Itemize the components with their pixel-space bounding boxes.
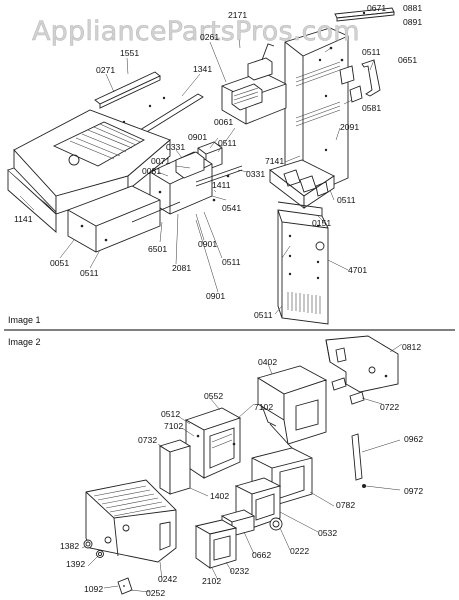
part-drawing-front-panel — [85, 479, 177, 563]
part-drawing-clip — [117, 577, 133, 595]
part-label: 7141 — [265, 156, 284, 166]
part-label: 0511 — [218, 138, 237, 148]
part-drawing-motor-cover — [67, 185, 181, 253]
part-label: 2081 — [172, 263, 191, 273]
part-label: 1382 — [60, 541, 79, 551]
part-label: 0891 — [403, 17, 422, 27]
image1-labels: 0671 0881 2171 0891 0261 1551 0511 0651 … — [14, 3, 422, 320]
part-label: 7102 — [164, 421, 183, 431]
part-label: 0061 — [214, 117, 233, 127]
part-label: 0331 — [166, 142, 185, 152]
part-label: 0242 — [158, 574, 177, 584]
part-label: 0402 — [258, 357, 277, 367]
part-label: 0651 — [398, 55, 417, 65]
part-label: 0972 — [404, 486, 423, 496]
part-label: 0782 — [336, 500, 355, 510]
part-drawing-knob — [269, 517, 283, 531]
part-label: 0331 — [246, 169, 265, 179]
part-label: 6501 — [148, 244, 167, 254]
part-label: 0581 — [362, 103, 381, 113]
part-label: 1411 — [212, 180, 231, 190]
part-label: 0532 — [318, 528, 337, 538]
part-label: 0081 — [142, 166, 161, 176]
part-label: 0511 — [80, 268, 99, 278]
part-drawing-ice-maker — [221, 43, 287, 125]
part-label: 2171 — [228, 10, 247, 20]
part-label: 1402 — [210, 491, 229, 501]
part-label: 1551 — [120, 48, 139, 58]
part-drawing-paddle — [194, 519, 238, 569]
part-label: 0662 — [252, 550, 271, 560]
part-label: 0901 — [198, 239, 217, 249]
watermark-text: AppliancePartsPros.com — [32, 16, 360, 47]
part-drawing-lever — [351, 433, 366, 488]
part-drawing-switch — [158, 439, 192, 495]
part-label: 0511 — [222, 257, 241, 267]
image1-drawing — [7, 7, 395, 325]
part-label: 2091 — [340, 122, 359, 132]
part-drawing-pins — [331, 377, 365, 405]
part-drawing-dispenser-housing — [256, 365, 328, 449]
part-drawing-rails — [94, 71, 204, 134]
part-drawing-chute — [184, 407, 242, 479]
part-label: 0151 — [312, 218, 331, 228]
part-label: 0901 — [188, 132, 207, 142]
part-label: 0232 — [230, 566, 249, 576]
part-drawing-ice-bucket — [7, 109, 171, 233]
part-drawing-top-bracket — [334, 7, 395, 22]
part-drawing-duct — [269, 159, 335, 209]
part-label: 0901 — [206, 291, 225, 301]
part-label: 1141 — [14, 214, 33, 224]
part-drawing-mount-plate — [325, 335, 399, 393]
part-label: 0511 — [254, 310, 273, 320]
part-label: 0722 — [380, 402, 399, 412]
part-label: 0511 — [362, 47, 381, 57]
part-drawing-clips — [329, 46, 381, 103]
image2-labels: 0812 0402 0552 0512 7102 7102 0722 0732 … — [60, 342, 423, 598]
part-label: 0881 — [403, 3, 422, 13]
part-label: 1392 — [66, 559, 85, 569]
part-label: 0051 — [50, 258, 69, 268]
part-label: 7102 — [254, 402, 273, 412]
part-label: 2102 — [202, 576, 221, 586]
part-label: 0071 — [151, 156, 170, 166]
part-drawing-evap-cover — [277, 201, 329, 325]
section-label-image2: Image 2 — [8, 337, 41, 347]
image2-drawing — [81, 335, 403, 595]
part-label: 1341 — [193, 64, 212, 74]
part-label: 0732 — [138, 435, 157, 445]
part-label: 0222 — [290, 546, 309, 556]
part-label: 0962 — [404, 434, 423, 444]
part-label: 0512 — [161, 409, 180, 419]
part-label: 1092 — [84, 584, 103, 594]
part-label: 0812 — [402, 342, 421, 352]
part-label: 0261 — [200, 32, 219, 42]
part-label: 0671 — [367, 3, 386, 13]
part-label: 0271 — [96, 65, 115, 75]
part-label: 0541 — [222, 203, 241, 213]
part-label: 4701 — [348, 265, 367, 275]
section-label-image1: Image 1 — [8, 315, 41, 325]
part-label: 0252 — [146, 588, 165, 598]
part-label: 0552 — [204, 391, 223, 401]
part-label: 0511 — [337, 195, 356, 205]
